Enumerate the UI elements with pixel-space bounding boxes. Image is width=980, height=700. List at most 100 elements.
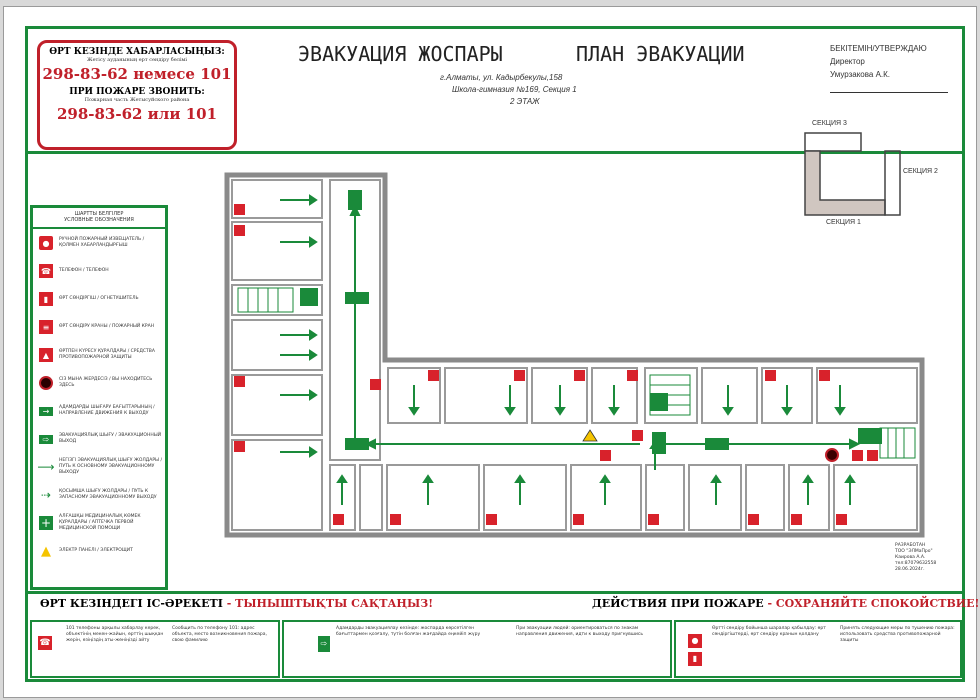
- footer-step-call-kz: 101 телефоны арқылы хабарлау керек, объе…: [66, 626, 164, 643]
- staircase: [237, 287, 294, 313]
- main-route-arrow-icon: ⟶: [37, 460, 55, 474]
- footer-step-call: ☎ 101 телефоны арқылы хабарлау керек, об…: [30, 620, 280, 678]
- address-line-2: Школа-гимназия №169, Секция 1: [452, 85, 577, 94]
- fire-extinguisher-icon: [836, 514, 847, 525]
- exit-sign: [650, 393, 668, 411]
- legend-item: ⟶негізгі эвакуациялық шығу жолдары / пут…: [33, 453, 165, 481]
- legend-item-text: адамдарды шығару бағыттарының / направле…: [59, 405, 155, 416]
- stair-room: [644, 367, 698, 424]
- fire-extinguisher-icon: [648, 514, 659, 525]
- footer-step-evacuate-ru: При эвакуации людей: ориентироваться по …: [516, 626, 644, 637]
- fire-extinguisher-icon: [867, 450, 878, 461]
- developer-line: Каирова А.А.: [895, 555, 926, 560]
- telephone-icon: ☎: [39, 264, 53, 278]
- room: [591, 367, 638, 424]
- section-1-label: СЕКЦИЯ 1: [826, 219, 861, 226]
- section-2-label: СЕКЦИЯ 2: [903, 168, 938, 175]
- fire-extinguisher-icon: [428, 370, 439, 381]
- legend-panel: ШАРТТЫ БЕЛГІЛЕР УСЛОВНЫЕ ОБОЗНАЧЕНИЯ ● ру…: [30, 205, 168, 590]
- room: [570, 464, 642, 531]
- legend-item-text: алғашқы медициналық көмек құралдары / ап…: [59, 514, 141, 531]
- fire-extinguisher-icon: [791, 514, 802, 525]
- fire-extinguisher-icon: ▮: [39, 292, 53, 306]
- exit-sign: [858, 428, 882, 444]
- corridor-left: [329, 179, 381, 461]
- footer-step-extinguish-ru: Принять следующие меры по тушению пожара…: [840, 626, 955, 643]
- footer-step-extinguish-kz: Өртті сөндіру бойынша шаралар қабылдау: …: [712, 626, 826, 637]
- floor-label: 2 ЭТАЖ: [510, 97, 540, 106]
- legend-item-text: ручной пожарный извещатель / қолмен хаба…: [59, 237, 145, 248]
- fire-extinguisher-icon: [748, 514, 759, 525]
- legend-item-text: электр панелі / электрощит: [59, 548, 133, 553]
- fire-extinguisher-icon: [852, 450, 863, 461]
- legend-item-text: сіз мына жердесіз / вы находитесь здесь: [59, 377, 153, 388]
- fire-extinguisher-icon: [234, 376, 245, 387]
- title-ru: ПЛАН ЭВАКУАЦИИ: [576, 42, 745, 66]
- footer-title-kz-main: ӨРТ КЕЗІНДЕГІ ІС-ӘРЕКЕТІ: [40, 597, 223, 610]
- fire-protection-means-icon: ▲: [39, 348, 53, 362]
- room: [701, 367, 758, 424]
- room: [531, 367, 588, 424]
- exit-sign: [348, 190, 362, 210]
- approve-name: Умурзакова А.К.: [830, 70, 891, 79]
- room: [745, 464, 785, 531]
- legend-item-text: қосымша шығу жолдары / путь к запасному …: [59, 489, 157, 500]
- exit-sign: [345, 438, 369, 450]
- room: [645, 464, 685, 531]
- phone-heading-kz: ӨРТ КЕЗІНДЕ ХАБАРЛАСЫҢЫЗ:: [49, 47, 225, 57]
- fire-extinguisher-icon: [573, 514, 584, 525]
- room: [231, 221, 323, 281]
- room: [761, 367, 813, 424]
- footer-divider: [28, 591, 962, 594]
- developer-line: тел:87079632558: [895, 561, 937, 566]
- fire-extinguisher-icon: [234, 225, 245, 236]
- fire-alarm-button-icon: ●: [39, 236, 53, 250]
- room: [816, 367, 918, 424]
- legend-item: ⇨эвакуациялық шығу / эвакуационный выход: [33, 425, 165, 453]
- room: [231, 439, 323, 531]
- you-are-here-icon: [39, 376, 53, 390]
- fire-extinguisher-icon: [514, 370, 525, 381]
- first-aid-icon: +: [39, 516, 53, 530]
- fire-extinguisher-icon: [333, 514, 344, 525]
- phone-sub-ru: Пожарная часть Жетысуйского района: [84, 97, 190, 103]
- footer-step-extinguish: ● ▮ Өртті сөндіру бойынша шаралар қабылд…: [674, 620, 962, 678]
- phone-heading-ru: ПРИ ПОЖАРЕ ЗВОНИТЬ:: [69, 87, 205, 97]
- phone-number-kz: 298-83-62 немесе 101: [42, 65, 232, 83]
- footer-title-ru-accent: - СОХРАНЯЙТЕ СПОКОЙСТВИЕ!: [763, 597, 980, 610]
- telephone-icon: ☎: [38, 636, 52, 650]
- fire-extinguisher-icon: [234, 441, 245, 452]
- room: [359, 464, 383, 531]
- fire-extinguisher-icon: [486, 514, 497, 525]
- you-are-here-icon: [825, 448, 839, 462]
- footer-step-evacuate: ⇨ Адамдарды эвакуациялау кезінде: жоспар…: [282, 620, 672, 678]
- green-frame: [25, 26, 965, 682]
- legend-item: ☎телефон / телефон: [33, 257, 165, 285]
- electrical-panel-icon: ▲: [41, 543, 51, 559]
- room: [444, 367, 528, 424]
- room: [483, 464, 567, 531]
- legend-item: →адамдарды шығару бағыттарының / направл…: [33, 397, 165, 425]
- emergency-phone-box: ӨРТ КЕЗІНДЕ ХАБАРЛАСЫҢЫЗ: Жетісу ауданын…: [37, 40, 237, 150]
- fire-alarm-button-icon: [632, 430, 643, 441]
- legend-title: ШАРТТЫ БЕЛГІЛЕР УСЛОВНЫЕ ОБОЗНАЧЕНИЯ: [33, 208, 165, 229]
- section-key-diagram: [804, 132, 901, 216]
- legend-item-text: өртпен күресу құралдары / средства проти…: [59, 349, 155, 360]
- room: [329, 464, 356, 531]
- room: [231, 374, 323, 436]
- fire-extinguisher-icon: [627, 370, 638, 381]
- developer-line: 28.06.2024г.: [895, 567, 925, 572]
- evacuation-exit-icon: ⇨: [318, 636, 330, 652]
- room: [387, 367, 441, 424]
- legend-item-text: эвакуациялық шығу / эвакуационный выход: [59, 433, 162, 444]
- approve-position: Директор: [830, 57, 865, 66]
- room: [833, 464, 918, 531]
- room: [231, 179, 323, 219]
- room: [386, 464, 480, 531]
- fire-extinguisher-icon: [574, 370, 585, 381]
- legend-item: ● ручной пожарный извещатель / қолмен хаб…: [33, 229, 165, 257]
- developer-line: ТОО "ЭЛМаПро": [895, 549, 933, 554]
- legend-item-text: өрт сөндіру краны / пожарный кран: [59, 324, 155, 329]
- staircase: [879, 427, 916, 459]
